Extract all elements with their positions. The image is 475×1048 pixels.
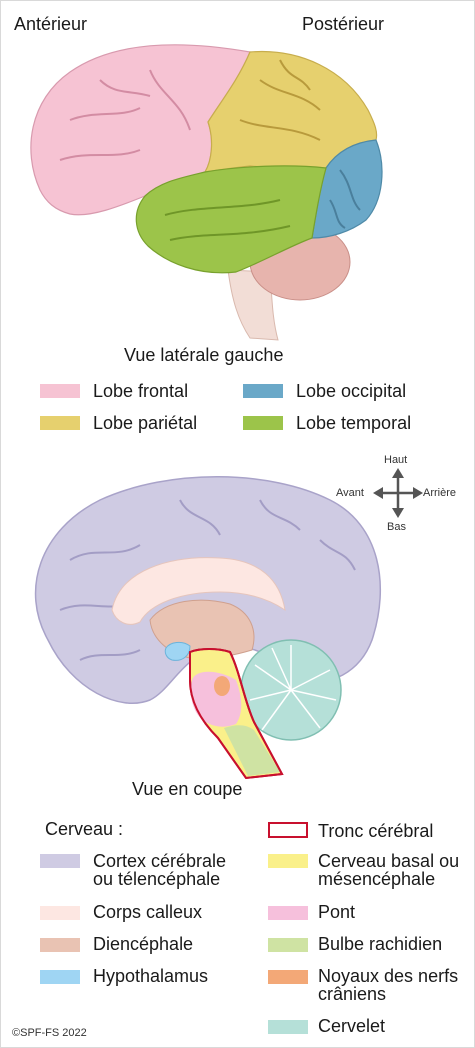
compass-left-label: Avant xyxy=(336,487,364,499)
legend-swatch-cortex xyxy=(40,854,80,868)
section-corpus-callosum xyxy=(111,557,286,625)
posterior-label: Postérieur xyxy=(302,14,385,34)
legend-label-hypothalamus: Hypothalamus xyxy=(93,966,209,986)
legend-label-cortex-line1: Cortex cérébrale xyxy=(93,851,227,871)
legend-label-medulla: Bulbe rachidien xyxy=(318,934,443,954)
section-view-title: Vue en coupe xyxy=(132,779,243,799)
copyright: ©SPF-FS 2022 xyxy=(12,1027,87,1039)
section-cranial-nuclei xyxy=(214,676,230,696)
legend-swatch-medulla xyxy=(268,938,308,952)
legend-label-cranial-nuclei-line2: crâniens xyxy=(318,984,387,1004)
legend-swatch-mesencephale xyxy=(268,854,308,868)
legend-swatch-cerebellum xyxy=(268,1020,308,1034)
legend-label-frontal: Lobe frontal xyxy=(93,381,189,401)
legend-swatch-parietal xyxy=(40,416,80,430)
legend-label-brainstem: Tronc cérébral xyxy=(318,821,434,841)
arrow-right-icon xyxy=(413,487,423,499)
legend-swatch-pont xyxy=(268,906,308,920)
legend-swatch-cranial-nuclei xyxy=(268,970,308,984)
compass-up-label: Haut xyxy=(384,454,408,466)
legend-swatch-brainstem xyxy=(268,822,308,838)
compass-right-label: Arrière xyxy=(423,487,457,499)
legend-swatch-frontal xyxy=(40,384,80,398)
legend-swatch-diencephale xyxy=(40,938,80,952)
legend-label-cerebellum: Cervelet xyxy=(318,1016,386,1036)
legend-swatch-occipital xyxy=(243,384,283,398)
legend-label-diencephale: Diencéphale xyxy=(93,934,194,954)
lateral-temporal-lobe xyxy=(135,165,327,274)
section-hypothalamus xyxy=(164,641,191,661)
arrow-up-icon xyxy=(392,468,404,478)
lateral-view-title: Vue latérale gauche xyxy=(124,345,284,365)
legend-label-mesencephale-line2: mésencéphale xyxy=(318,869,436,889)
anterior-label: Antérieur xyxy=(14,14,88,34)
legend-label-corpus-callosum: Corps calleux xyxy=(93,902,203,922)
legend-label-temporal: Lobe temporal xyxy=(296,413,412,433)
legend-label-mesencephale-line1: Cerveau basal ou xyxy=(318,851,460,871)
cerveau-heading: Cerveau : xyxy=(45,819,124,839)
legend-label-cranial-nuclei-line1: Noyaux des nerfs xyxy=(318,966,459,986)
legend-swatch-hypothalamus xyxy=(40,970,80,984)
legend-label-parietal: Lobe pariétal xyxy=(93,413,198,433)
arrow-down-icon xyxy=(392,508,404,518)
legend-swatch-corpus-callosum xyxy=(40,906,80,920)
legend-swatch-temporal xyxy=(243,416,283,430)
legend-label-cortex-line2: ou télencéphale xyxy=(93,869,221,889)
arrow-left-icon xyxy=(373,487,383,499)
compass-down-label: Bas xyxy=(387,521,406,533)
legend-label-pont: Pont xyxy=(318,902,356,922)
legend-label-occipital: Lobe occipital xyxy=(296,381,407,401)
section-medulla xyxy=(224,725,280,776)
